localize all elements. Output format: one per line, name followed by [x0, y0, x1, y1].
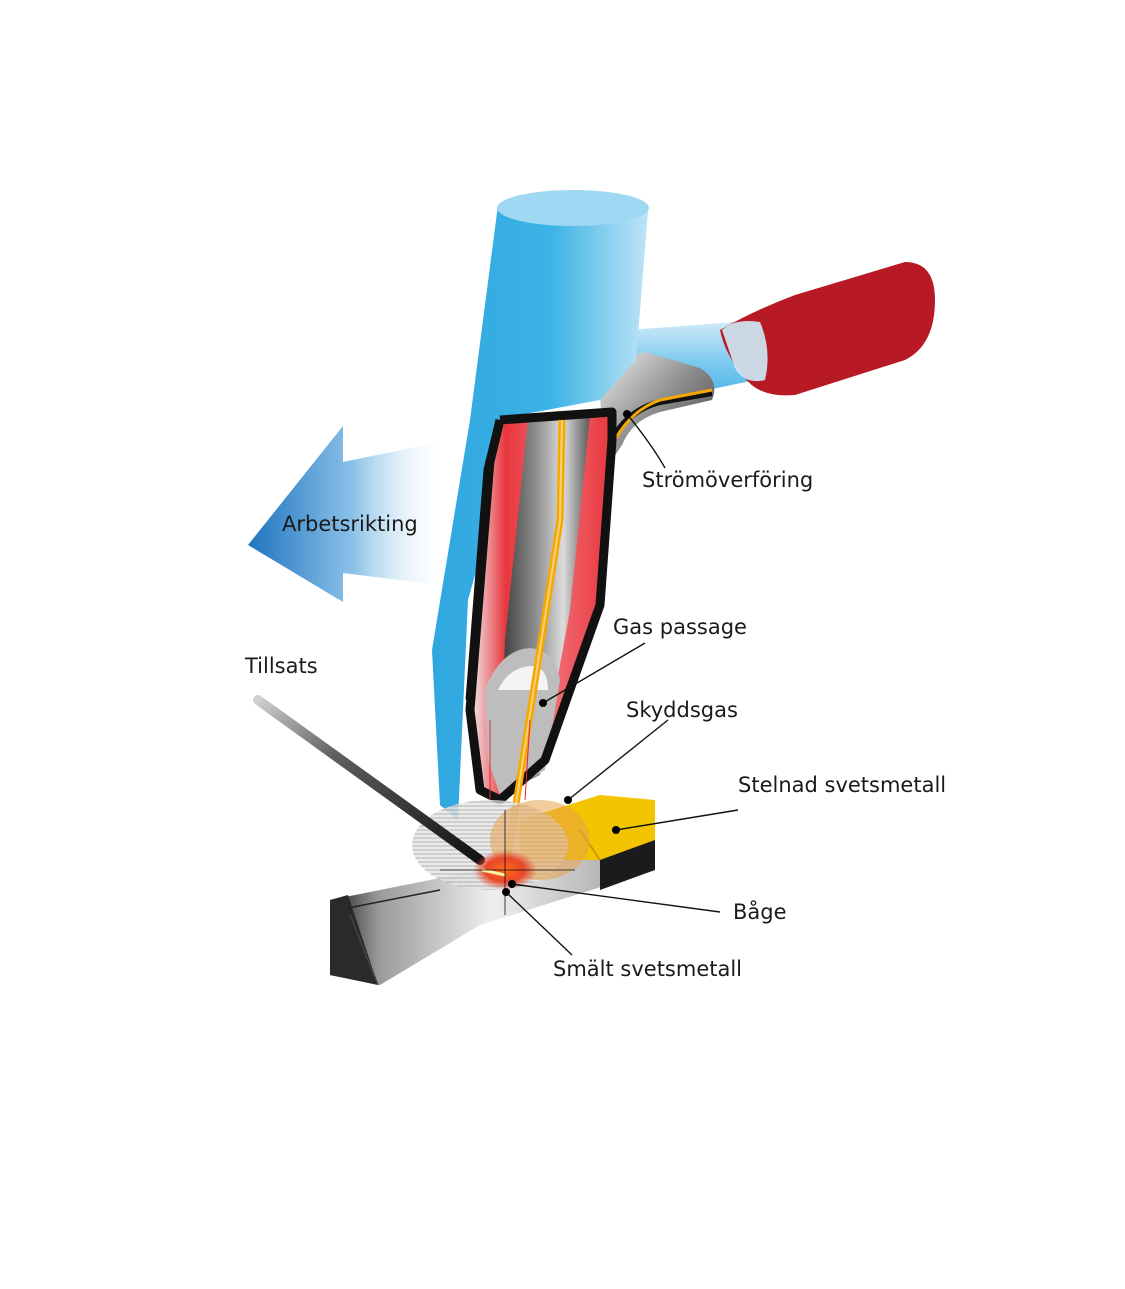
torch-body	[432, 190, 649, 820]
leader-gas-passage	[542, 642, 646, 704]
nozzle-cutaway	[465, 407, 617, 876]
current-transfer-line	[614, 388, 713, 439]
leader-bage	[511, 883, 721, 913]
label-tillsats: Tillsats	[244, 654, 318, 678]
dot-strom	[623, 410, 631, 418]
label-arbetsriktning: Arbetsrikting	[282, 512, 418, 536]
leader-stelnad	[615, 809, 739, 831]
dot-skyddsgas	[564, 796, 572, 804]
dot-stelnad	[612, 826, 620, 834]
label-gas-passage: Gas passage	[613, 615, 747, 639]
workpiece	[330, 840, 655, 986]
label-bage: Båge	[733, 899, 787, 924]
filler-rod	[253, 695, 485, 865]
work-direction-arrow	[248, 426, 440, 602]
label-strom: Strömöverföring	[642, 468, 813, 492]
leader-skyddsgas	[567, 719, 669, 801]
label-skyddsgas: Skyddsgas	[626, 698, 738, 722]
label-stelnad: Stelnad svetsmetall	[738, 773, 946, 797]
leader-strom	[626, 413, 666, 469]
dot-bage	[508, 880, 516, 888]
handle-red	[720, 262, 935, 396]
dot-gas-passage	[539, 699, 547, 707]
leader-smalt	[505, 891, 573, 956]
leader-lines	[502, 410, 739, 956]
molten-pool	[440, 810, 575, 915]
label-smalt: Smält svetsmetall	[553, 957, 742, 981]
dot-smalt	[502, 888, 510, 896]
